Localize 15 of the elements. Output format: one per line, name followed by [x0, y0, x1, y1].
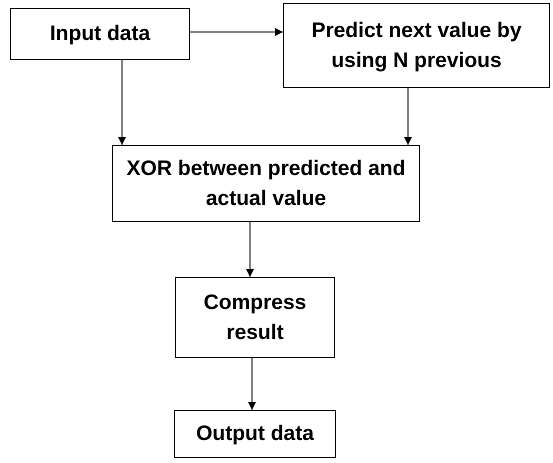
arrow: [248, 358, 256, 410]
box-label: Output data: [196, 421, 314, 447]
box-label: Input data: [50, 21, 150, 47]
process-box: [283, 3, 550, 88]
arrow: [118, 60, 126, 146]
process-box: [175, 277, 335, 358]
box-label: Predict next value by using N previous: [310, 18, 523, 74]
arrow: [246, 222, 254, 278]
process-box: [174, 410, 336, 458]
arrow: [404, 88, 412, 146]
box-label: XOR between predicted and actual value: [126, 156, 406, 212]
arrow: [190, 28, 284, 36]
box-label: Compress result: [202, 290, 308, 346]
process-box: [10, 8, 190, 60]
process-box: [112, 145, 420, 222]
